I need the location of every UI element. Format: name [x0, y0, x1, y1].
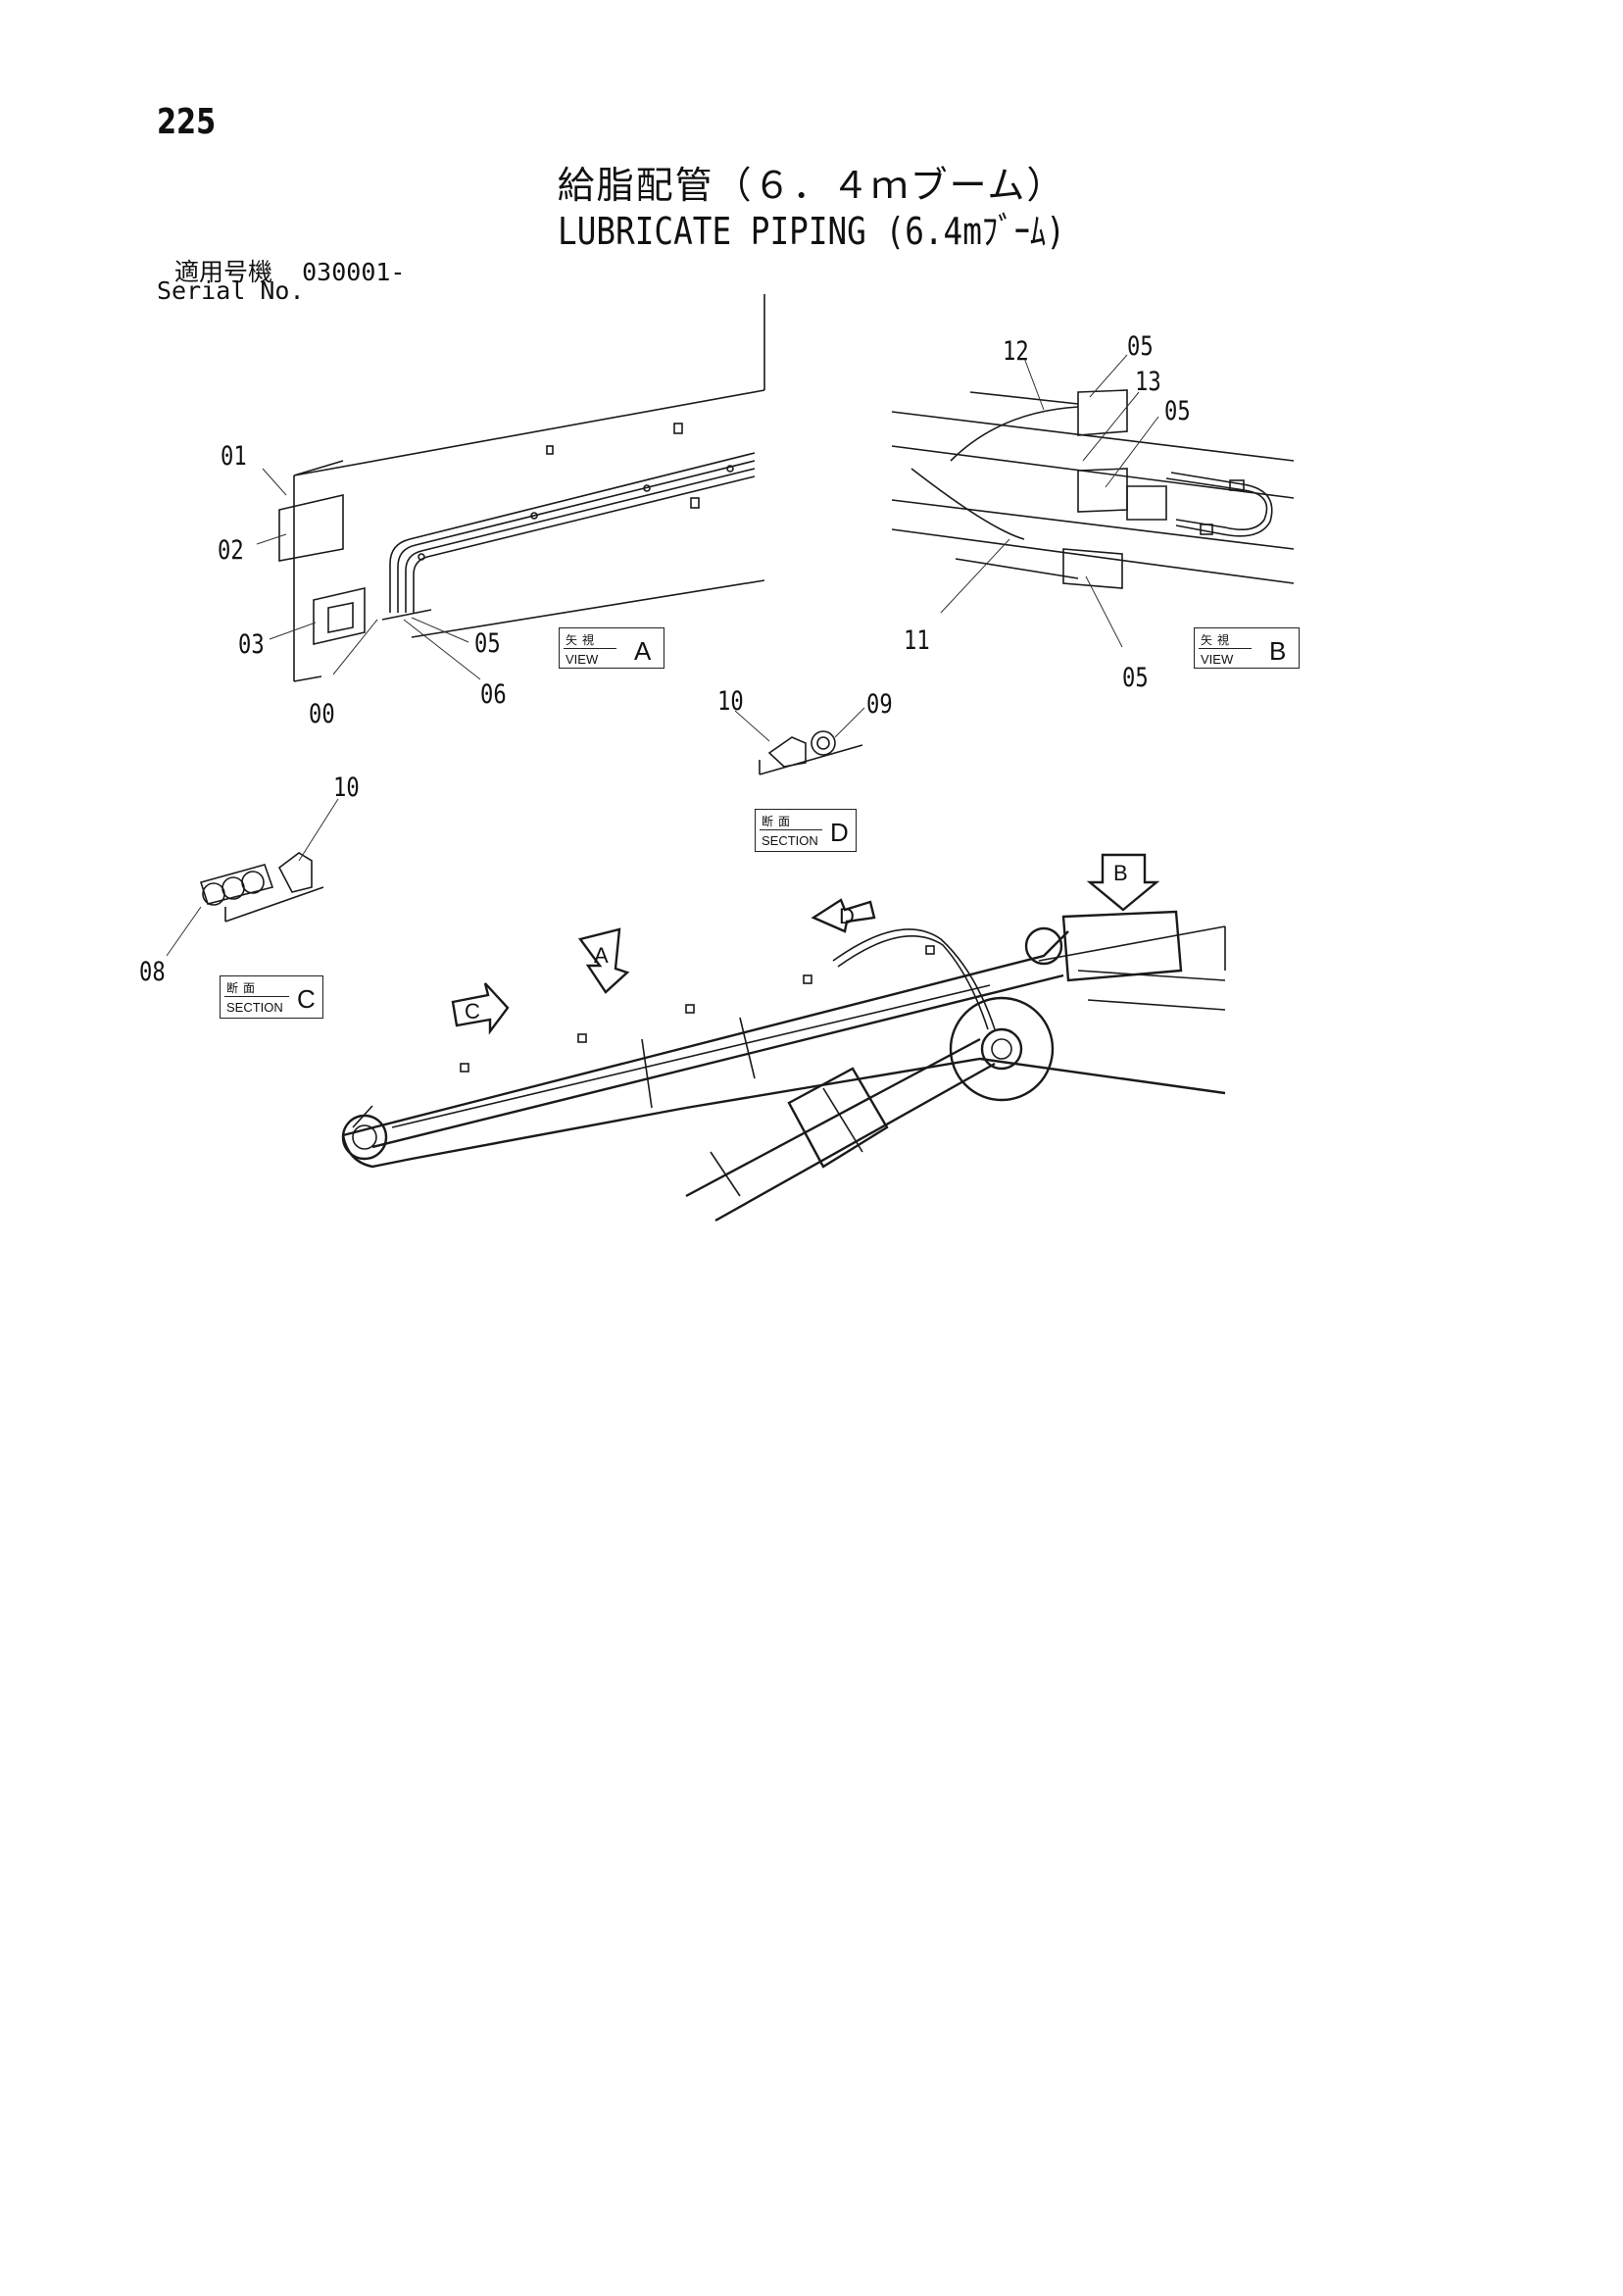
page-number: 225	[157, 102, 217, 142]
arrow-d-letter: D	[839, 904, 855, 928]
callout-view-a-01: 01	[221, 441, 247, 472]
view-b-label: 矢視 VIEW B	[1194, 627, 1300, 669]
section-c-jp: 断面	[226, 981, 261, 995]
arrow-b-letter: B	[1113, 861, 1128, 885]
arrow-d-shape	[811, 898, 876, 933]
callout-view-a-05: 05	[474, 628, 501, 659]
arrow-a-letter: A	[594, 943, 609, 968]
callout-view-b-05-bottom: 05	[1122, 663, 1149, 693]
callout-view-b-05-mid: 05	[1164, 396, 1191, 426]
section-d-rule	[760, 829, 822, 830]
section-c-en: SECTION	[226, 1000, 283, 1015]
callout-section-d-10: 10	[717, 686, 744, 717]
boom-assembly	[341, 910, 1226, 1223]
section-d-en: SECTION	[762, 833, 818, 848]
view-a-label: 矢視 VIEW A	[559, 627, 664, 669]
section-c-rule	[224, 996, 289, 997]
arrow-c-letter: C	[465, 999, 480, 1023]
view-b-en: VIEW	[1201, 652, 1234, 667]
view-a-letter: A	[634, 636, 652, 666]
view-a-en: VIEW	[566, 652, 599, 667]
callout-section-c-10: 10	[333, 773, 360, 803]
serial-value: 030001-	[302, 258, 406, 286]
callout-section-c-08: 08	[139, 957, 166, 987]
callout-view-b-13: 13	[1135, 367, 1161, 397]
view-a-detail	[256, 294, 765, 682]
view-b-detail	[891, 354, 1295, 648]
view-b-letter: B	[1269, 636, 1287, 666]
callout-view-b-12: 12	[1003, 336, 1029, 367]
callout-view-a-06: 06	[480, 679, 507, 710]
section-d-detail	[734, 707, 865, 775]
callout-section-d-09: 09	[866, 689, 893, 720]
view-a-rule	[564, 648, 616, 649]
title-english: LUBRICATE PIPING (6.4mﾌﾞｰﾑ)	[558, 210, 1065, 253]
view-a-jp: 矢視	[566, 633, 600, 647]
arrow-c-shape	[451, 982, 510, 1035]
callout-view-a-00: 00	[309, 699, 335, 729]
section-d-letter: D	[830, 818, 849, 847]
section-d-jp: 断面	[762, 815, 796, 828]
callout-view-a-02: 02	[218, 535, 244, 566]
callout-view-a-03: 03	[238, 629, 265, 660]
view-arrows	[451, 853, 1160, 1035]
serial-jp-label: 適用号機	[174, 258, 273, 286]
arrow-a-shape	[577, 927, 630, 994]
section-c-detail	[166, 798, 339, 957]
section-c-letter: C	[297, 984, 316, 1014]
section-d-label: 断面 SECTION D	[755, 809, 857, 852]
view-b-jp: 矢視	[1201, 633, 1235, 647]
arrow-b-shape	[1086, 853, 1160, 912]
section-c-label: 断面 SECTION C	[220, 975, 323, 1019]
serial-line: 適用号機 030001-	[174, 253, 405, 288]
callout-view-b-05-top: 05	[1127, 331, 1154, 362]
title-japanese: 給脂配管（６．４ｍブーム）	[557, 164, 1066, 207]
serial-en-label: Serial No.	[157, 276, 305, 305]
view-b-rule	[1199, 648, 1252, 649]
callout-view-b-11: 11	[904, 625, 930, 656]
